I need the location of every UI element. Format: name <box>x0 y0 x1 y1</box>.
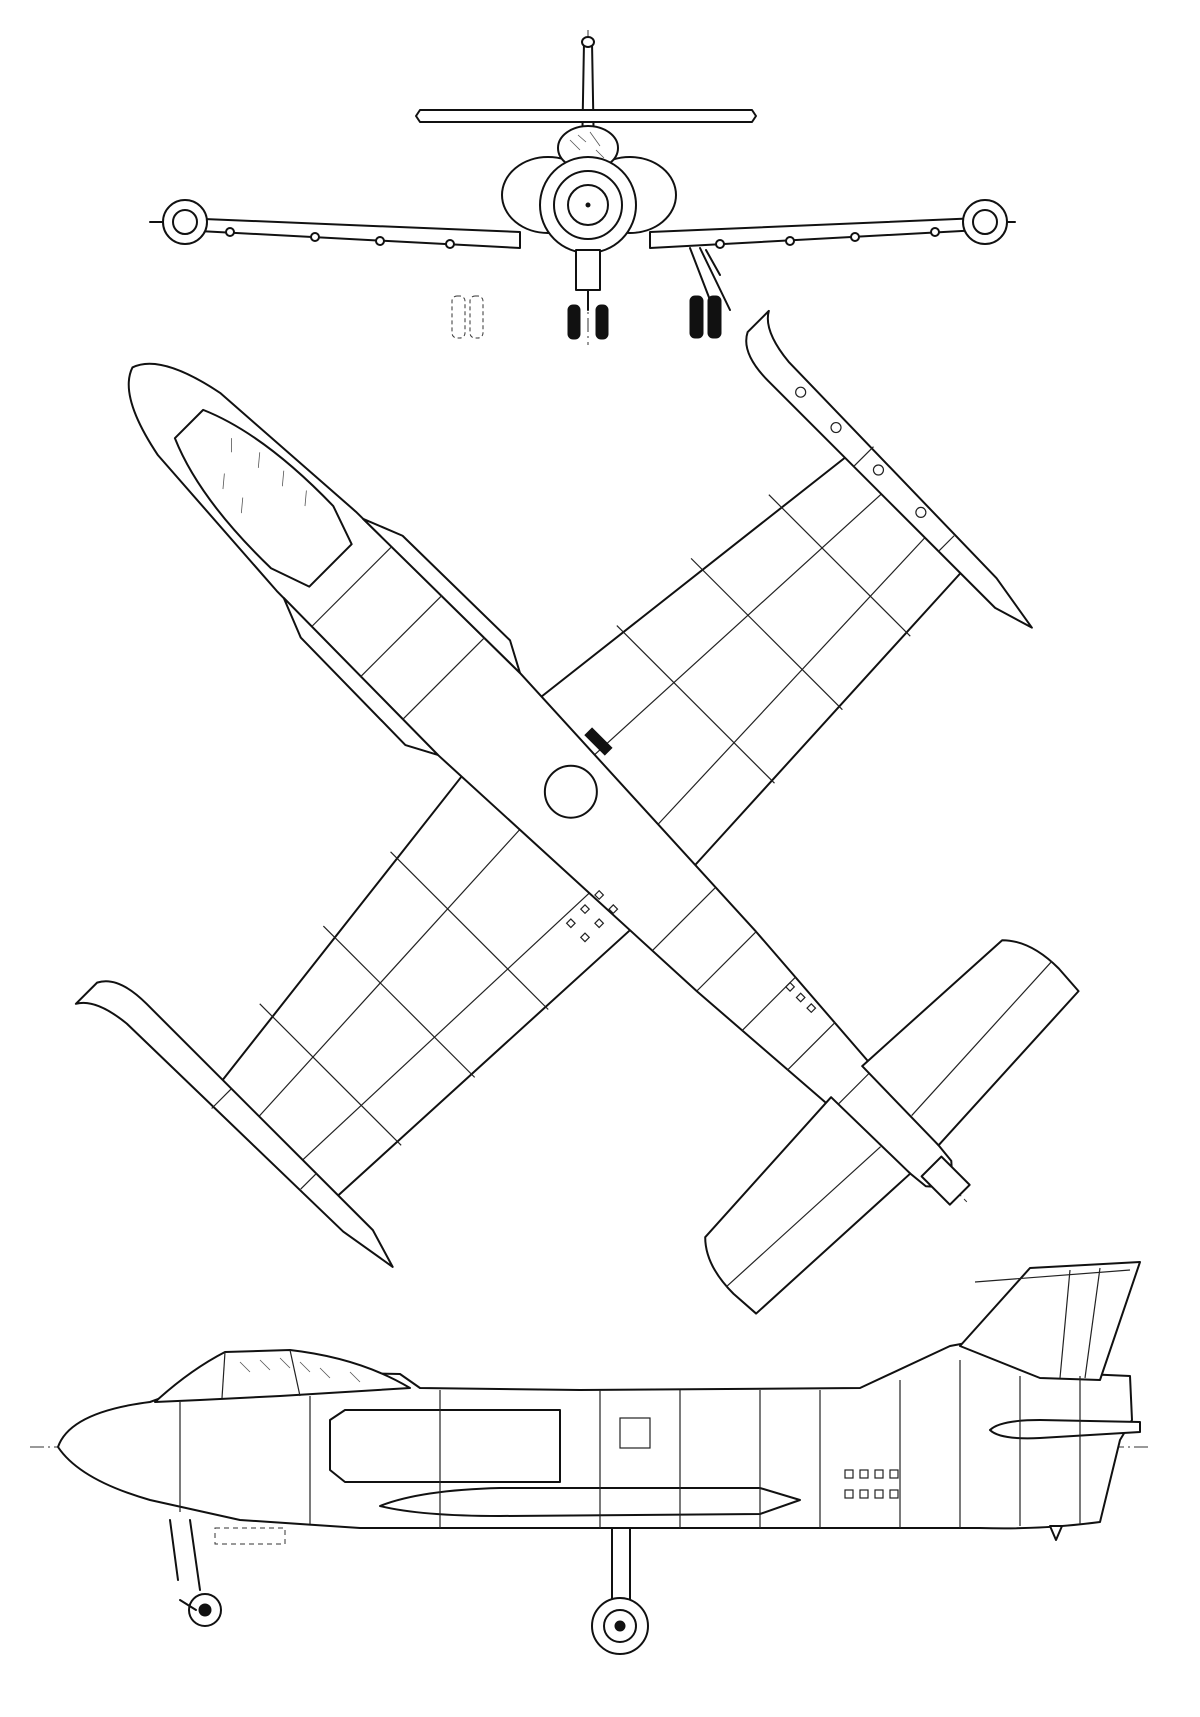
front-nose-gear <box>567 249 609 340</box>
top-grille <box>584 727 613 756</box>
front-fin-tip <box>581 36 595 48</box>
side-view <box>30 1261 1150 1655</box>
side-retracted-gear <box>214 1527 286 1545</box>
top-view <box>74 309 1080 1315</box>
top-tiptank-lower <box>74 980 394 1268</box>
side-intake <box>329 1409 561 1483</box>
front-view <box>149 30 1016 345</box>
side-vent-grid <box>619 1417 899 1499</box>
side-tailplane <box>989 1419 1141 1440</box>
top-exhaust <box>920 1155 971 1206</box>
side-tiptank <box>379 1487 801 1517</box>
top-vents <box>565 889 817 1014</box>
top-fuselage-frames <box>311 546 876 1111</box>
side-fin <box>959 1261 1141 1381</box>
front-main-gear-right <box>689 247 731 339</box>
front-tailplane <box>415 109 757 123</box>
side-canopy <box>154 1349 411 1403</box>
top-canopy <box>173 408 353 588</box>
side-tail-skid <box>1049 1525 1063 1541</box>
top-tiptank-upper <box>745 309 1033 629</box>
side-nose-gear <box>169 1519 222 1627</box>
top-tiptank-details <box>211 386 955 1190</box>
top-wing-panels <box>245 480 939 1174</box>
side-main-gear <box>591 1527 649 1655</box>
top-access-panel <box>543 764 598 819</box>
front-main-gear-left-retracted <box>451 295 484 339</box>
front-wing-stores <box>225 227 940 249</box>
side-frames <box>179 1360 1081 1528</box>
